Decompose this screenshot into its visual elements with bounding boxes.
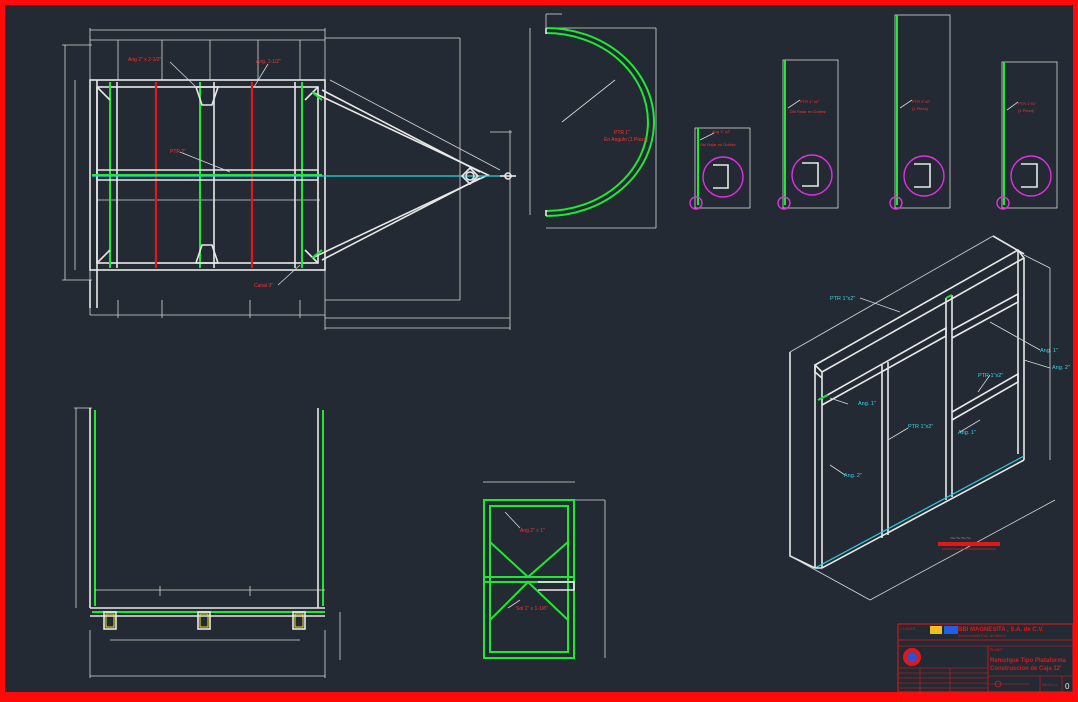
detail-1-label: Ang 1" x2"	[712, 129, 731, 134]
plan-view: Ang 2" x 2-1/2" Ang. 1-1/2" PTR 2" Canal…	[62, 28, 516, 330]
title-block: CLIENTE: BBI MAGNESITA , S.A. de C.V. Su…	[897, 623, 1074, 693]
detail-4-sublabel: (1 Pieza)	[1018, 108, 1035, 113]
detail-view-2: PTR 1" x2" Dbl Rolar en Doblez	[777, 59, 839, 210]
title-company: BBI MAGNESITA , S.A. de C.V.	[958, 627, 1044, 633]
arc-view: PTR 1" En Angulo (1 Pieza)	[529, 13, 657, 229]
front-elevation	[74, 407, 341, 678]
detail-2-label: PTR 1" x2"	[800, 99, 820, 104]
iso-label-ptr-top: PTR 1"x2"	[830, 296, 855, 302]
iso-label-ptr-center: PTR 1"x2"	[908, 424, 933, 430]
detail-3-sublabel: (1 Pieza)	[912, 106, 929, 111]
detail-view-1: Ang 1" x2" Dbl Rolar en Doblez	[689, 127, 751, 210]
iso-label-ang-right-lower: Ang. 1"	[958, 430, 976, 436]
bottom-label-bottom: Sol 1" x 1-1/8"	[516, 606, 548, 612]
iso-label-ang-bottom: Ang. 2"	[844, 473, 862, 479]
iso-label-ptr-middle: PTR 1"x2"	[978, 373, 1003, 379]
title-line-1: Remolque Tipo Plataforma	[990, 658, 1067, 664]
title-rev-code: RE-01-01	[1042, 683, 1057, 687]
detail-view-4: PTR 1"x1" (1 Pieza)	[996, 61, 1058, 210]
designer-stamp-icon: ~~~~	[938, 533, 1000, 550]
title-division: Subsecretaria Edo. de Mexico	[958, 634, 1006, 638]
plan-label-ptr: PTR 2"	[170, 149, 186, 155]
plan-label-angle-left: Ang 2" x 2-1/2"	[128, 57, 162, 63]
bottom-center-view: Ang 2" x 1" Sol 1" x 1-1/8"	[483, 481, 606, 659]
detail-1-sublabel: Dbl Rolar en Doblez	[700, 142, 736, 147]
detail-2-sublabel: Dbl Rolar en Doblez	[790, 109, 826, 114]
detail-3-label: PTR 2"x2"	[912, 99, 931, 104]
isometric-view: PTR 1"x2" Ang. 1" Ang. 2" PTR 1"x2" Ang.…	[789, 235, 1070, 601]
arc-sublabel: En Angulo (1 Pieza)	[604, 137, 649, 143]
detail-4-label: PTR 1"x1"	[1018, 101, 1037, 106]
title-line-2: Construccion de Caja 12'	[990, 666, 1062, 672]
company-logo-icon	[903, 626, 958, 666]
arc-label: PTR 1"	[614, 130, 630, 136]
iso-label-ang-right-top: Ang. 1"	[1040, 348, 1058, 354]
iso-label-ang-left: Ang. 1"	[858, 401, 876, 407]
plan-label-angle-right: Ang. 1-1/2"	[256, 59, 281, 65]
iso-label-ang-right-bottom: Ang. 2"	[1052, 365, 1070, 371]
plan-label-channel: Canal 3"	[254, 283, 273, 289]
projection-symbol-icon	[990, 680, 1030, 688]
detail-view-3: PTR 2"x2" (1 Pieza)	[889, 14, 951, 210]
title-sheet-label: PLANO	[990, 648, 1002, 652]
bottom-label-top: Ang 2" x 1"	[520, 528, 545, 534]
title-client-label: CLIENTE:	[900, 627, 916, 631]
svg-text:~~~~: ~~~~	[950, 533, 971, 543]
title-sheet-number: 0	[1065, 682, 1070, 691]
